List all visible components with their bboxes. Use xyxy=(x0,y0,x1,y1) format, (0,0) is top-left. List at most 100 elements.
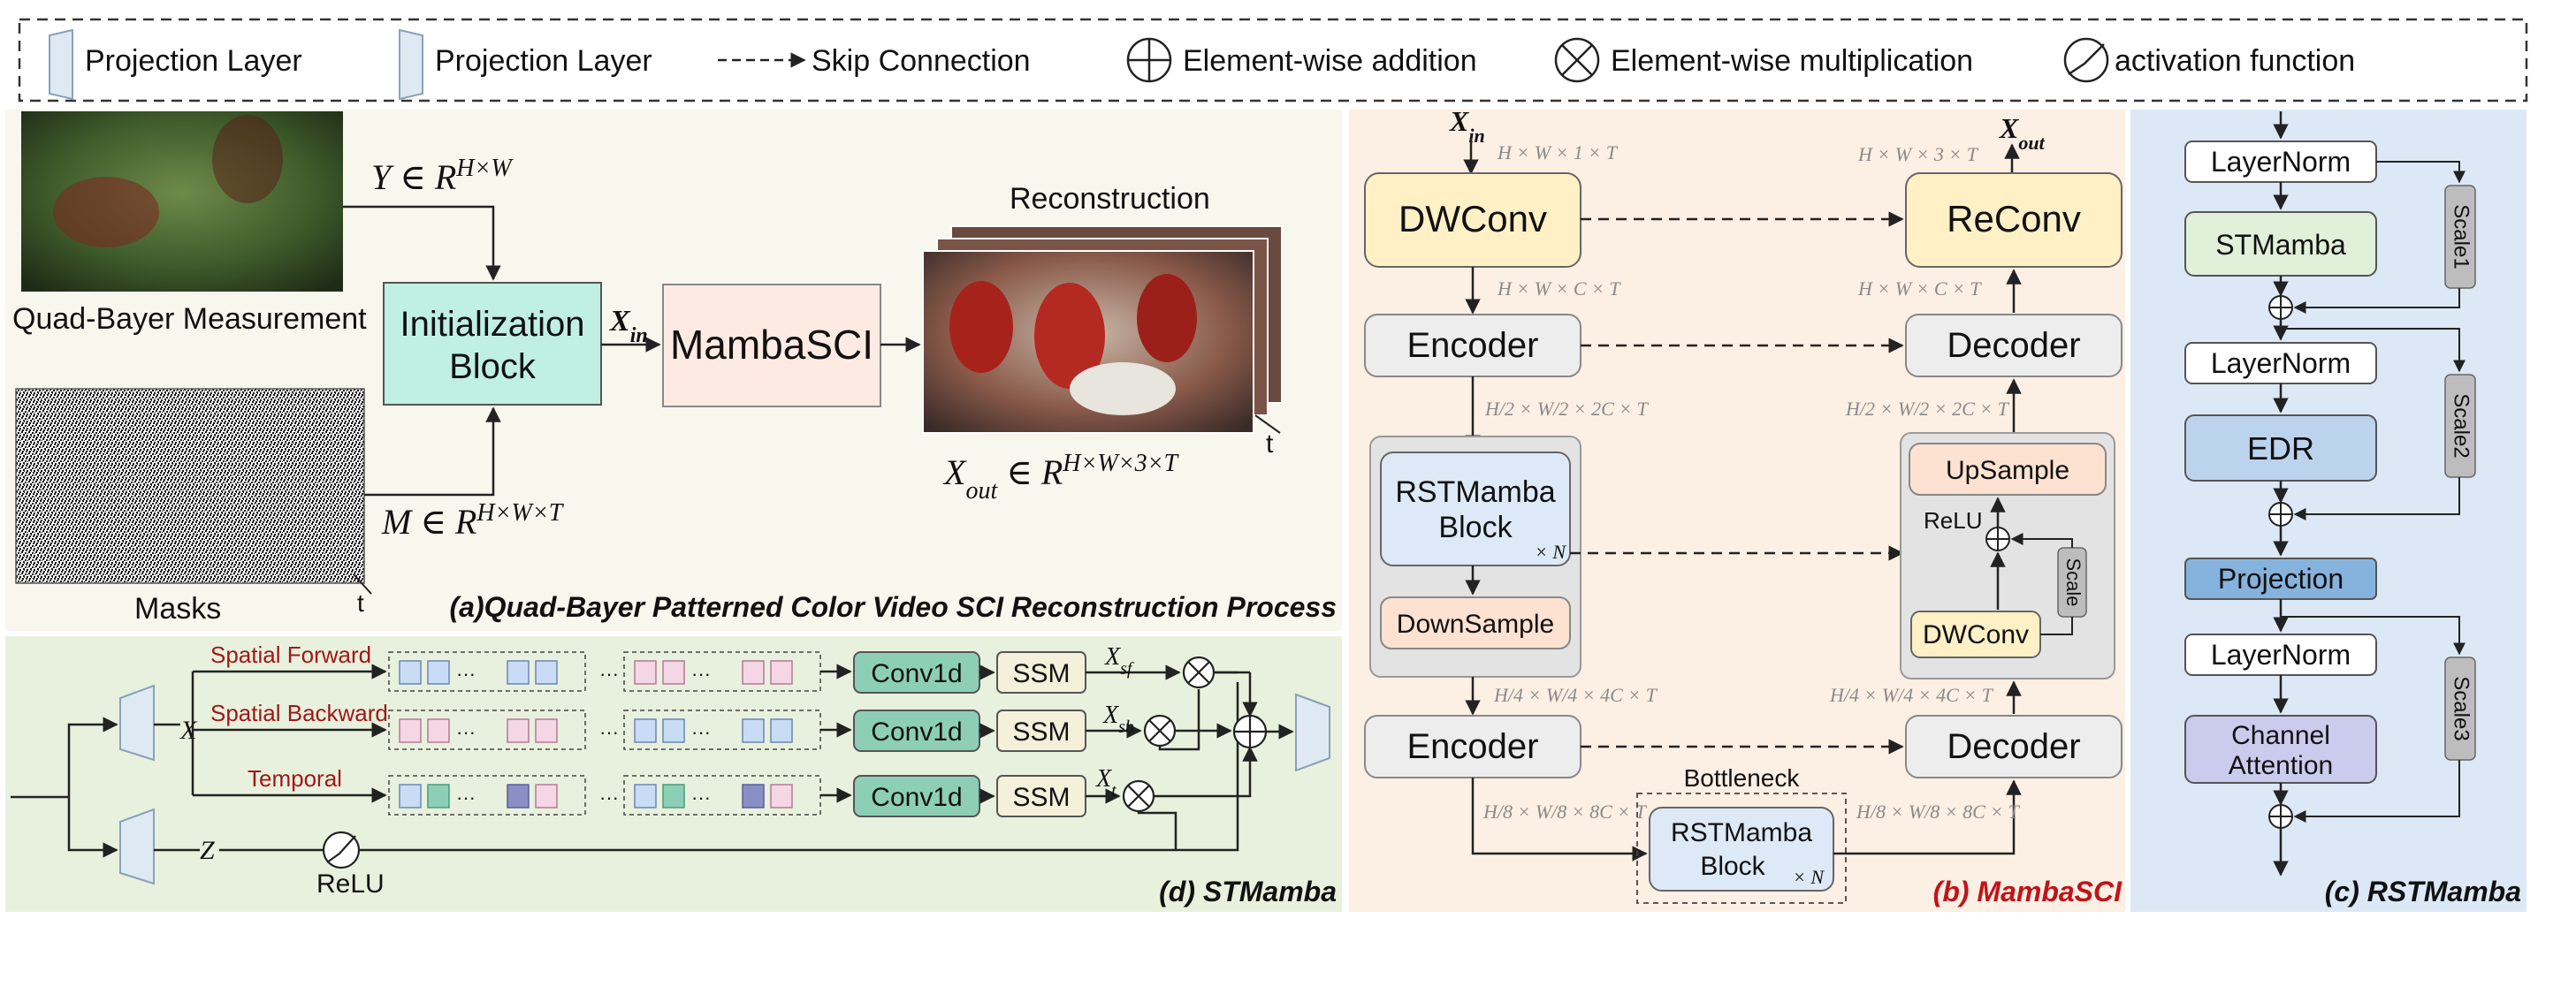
channel-attention-label-1: Channel xyxy=(2231,721,2330,750)
dim-8c-right: H/8 × W/8 × 8C × T xyxy=(1856,801,2021,823)
scale3-label: Scale3 xyxy=(2450,676,2473,740)
legend-skip-connection: Skip Connection xyxy=(812,44,1031,78)
panel-b: Xin H × W × 1 × T Xout H × W × 3 × T DWC… xyxy=(1349,105,2125,912)
panel-b-caption: (b) MambaSCI xyxy=(1933,876,2123,907)
ssm-label-3: SSM xyxy=(1012,783,1070,812)
token-row-backward: ··· ··· ··· xyxy=(388,710,821,750)
initialization-block xyxy=(383,282,602,406)
token-cube xyxy=(399,784,422,808)
scale1-label: Scale1 xyxy=(2450,204,2473,269)
relu-label: ReLU xyxy=(316,869,385,899)
rstmamba-block xyxy=(1380,452,1571,566)
xt-label: Xt xyxy=(1095,765,1117,801)
legend-multiplication: Element-wise multiplication xyxy=(1611,44,1973,78)
spatial-forward-label: Spatial Forward xyxy=(210,641,371,668)
reconv-label: ReConv xyxy=(1947,198,2081,239)
panel-a-caption: (a)Quad-Bayer Patterned Color Video SCI … xyxy=(450,591,1337,623)
dim-2c-right: H/2 × W/2 × 2C × T xyxy=(1845,398,2010,420)
addition-icon xyxy=(2268,804,2293,829)
bottleneck-to-decoder2 xyxy=(1833,779,2022,855)
bottleneck-times-n: × N xyxy=(1793,866,1825,888)
skip-to-scale3 xyxy=(2281,616,2465,656)
panel-a: Quad-Bayer Measurement t Masks Y ∈ RH×W … xyxy=(5,110,1342,631)
temporal-label: Temporal xyxy=(248,765,342,792)
conv1d-label-1: Conv1d xyxy=(871,659,962,688)
masks-image xyxy=(16,389,364,583)
channel-attention-label-2: Attention xyxy=(2229,751,2333,780)
token-dots: ··· xyxy=(456,786,476,808)
legend-projection-1: Projection Layer xyxy=(85,44,302,78)
recon-t-label: t xyxy=(1266,429,1274,459)
dim-4c-right: H/4 × W/4 × 4C × T xyxy=(1829,684,1994,706)
input-branch-x xyxy=(67,717,118,797)
addition-icon xyxy=(2268,295,2293,320)
multiply-icon xyxy=(1143,714,1177,748)
layernorm-2-label: LayerNorm xyxy=(2211,347,2351,379)
token-cube xyxy=(770,718,793,743)
layernorm-1-label: LayerNorm xyxy=(2211,146,2351,178)
upsample-block xyxy=(1909,443,2107,496)
dim-c-left: H × W × C × T xyxy=(1497,277,1621,300)
conv1d-label-3: Conv1d xyxy=(871,783,962,812)
panel-c-caption: (c) RSTMamba xyxy=(2325,876,2521,907)
input-branch-z xyxy=(67,797,118,858)
token-cube xyxy=(427,784,450,808)
ssm-label-1: SSM xyxy=(1012,659,1070,688)
token-dots: ··· xyxy=(691,721,711,743)
reconstruction-frame-front xyxy=(1034,283,1105,389)
xsf-label: Xsf xyxy=(1104,643,1134,679)
scale-label: Scale xyxy=(2062,558,2084,606)
downsample-block xyxy=(1380,596,1571,649)
panel-d: X Spatial Forward Spatial Backward Tempo… xyxy=(5,636,1342,912)
z-gate-to-mul3 xyxy=(1137,811,1177,850)
element-wise-addition-icon xyxy=(1126,37,1172,83)
xsb-label: Xsb xyxy=(1102,702,1134,737)
m-arrow xyxy=(364,406,501,497)
token-cube xyxy=(507,718,530,743)
dim-8c-left: H/8 × W/8 × 8C × T xyxy=(1482,801,1648,823)
addition-icon xyxy=(1232,714,1268,749)
reconv-block xyxy=(1905,172,2123,268)
bottleneck-rstmamba-block xyxy=(1649,807,1834,892)
scale2-to-add xyxy=(2293,477,2460,520)
encoder-2-label: Encoder xyxy=(1407,727,1539,766)
token-cube xyxy=(742,718,765,743)
y-equation: Y ∈ RH×W xyxy=(371,155,514,198)
addition-icon xyxy=(2268,502,2293,527)
relu-activation-icon xyxy=(322,831,361,869)
token-dots: ··· xyxy=(456,721,476,743)
mul3-to-add xyxy=(1155,746,1258,798)
token-cube xyxy=(427,718,450,743)
token-dots: ··· xyxy=(599,663,619,685)
upsample-label: UpSample xyxy=(1946,456,2069,485)
bottleneck-container xyxy=(1636,793,1847,904)
token-cube xyxy=(399,718,422,743)
projection-out-icon xyxy=(1295,693,1330,772)
addition-icon xyxy=(1985,527,2010,551)
token-cube xyxy=(427,660,450,685)
dwconv-small-label: DWConv xyxy=(1923,620,2029,649)
rstmamba-label-1: RSTMamba xyxy=(1395,475,1555,509)
token-cube xyxy=(742,660,765,685)
scale3-to-add xyxy=(2293,760,2460,823)
projection-in-z-icon xyxy=(119,808,155,885)
activation-function-icon xyxy=(2063,37,2109,83)
projection-layer-icon xyxy=(399,28,423,101)
b-xin-label: Xin xyxy=(1449,105,1485,147)
masks-label: Masks xyxy=(134,592,221,626)
token-cube xyxy=(634,784,657,808)
mambasci-block xyxy=(662,284,881,407)
token-cube xyxy=(634,718,657,743)
reconstruction-frame-front xyxy=(1137,274,1197,362)
token-cube xyxy=(535,718,558,743)
masks-image xyxy=(15,388,365,584)
token-cube xyxy=(507,660,530,685)
legend: Projection Layer Projection Layer Skip C… xyxy=(18,18,2528,102)
token-row-forward: ··· ··· ··· xyxy=(388,651,821,692)
measurement-image xyxy=(53,177,159,247)
scale1-to-add xyxy=(2293,288,2460,314)
token-cube xyxy=(662,784,685,808)
token-group xyxy=(388,775,586,816)
scale2-label: Scale2 xyxy=(2450,393,2473,458)
panel-c: LayerNorm STMamba Scale1 LayerNorm EDR S… xyxy=(2130,110,2526,912)
